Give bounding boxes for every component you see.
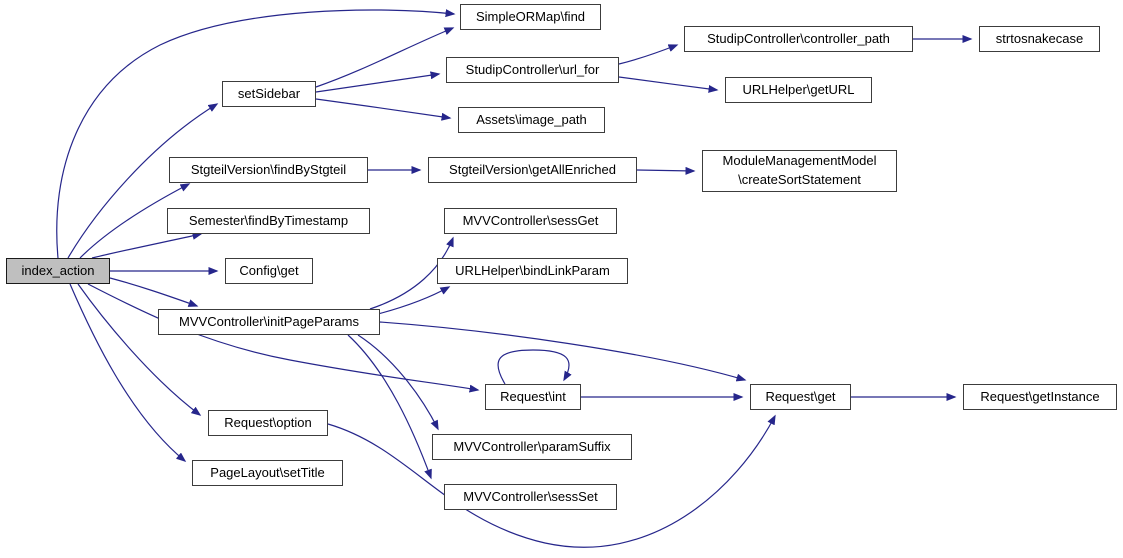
edge-initpageparams-to-bindlinkparam [377,286,451,315]
node-findbystgteil[interactable]: StgteilVersion\findByStgteil [169,157,368,183]
node-label-sessget: MVVController\sessGet [462,212,599,228]
edge-setSidebar-to-simpleormap_find [315,27,455,88]
node-label-pagelayout_settitle: PageLayout\setTitle [210,464,325,480]
edge-index_action-to-findbystgteil [79,183,191,259]
node-label-setSidebar: setSidebar [237,85,301,101]
node-label-semester_findbyts: Semester\findByTimestamp [188,212,349,228]
node-initpageparams[interactable]: MVVController\initPageParams [158,309,380,335]
node-label-request_get: Request\get [765,388,836,404]
node-label-strtosnakecase: strtosnakecase [995,30,1084,46]
edge-initpageparams-to-sessget [369,236,454,310]
node-request_getinstance[interactable]: Request\getInstance [963,384,1117,410]
edge-index_action-to-request_int [87,283,480,393]
edge-studip_url_for-to-controller_path [618,44,679,65]
node-request_int[interactable]: Request\int [485,384,581,410]
node-pagelayout_settitle[interactable]: PageLayout\setTitle [192,460,343,486]
node-label-config_get: Config\get [239,262,299,278]
node-simpleormap_find[interactable]: SimpleORMap\find [460,4,601,30]
edge-initpageparams-to-paramsuffix [357,334,439,431]
node-label-bindlinkparam: URLHelper\bindLinkParam [455,262,610,278]
node-controller_path[interactable]: StudipController\controller_path [684,26,913,52]
node-label-paramsuffix: MVVController\paramSuffix [453,438,611,454]
node-label-request_option: Request\option [224,414,312,430]
edge-index_action-to-request_option [77,283,202,416]
node-studip_url_for[interactable]: StudipController\url_for [446,57,619,83]
edge-index_action-to-semester_findbyts [91,231,203,259]
node-config_get[interactable]: Config\get [225,258,313,284]
node-sessget[interactable]: MVVController\sessGet [444,208,617,234]
node-label-initpageparams: MVVController\initPageParams [179,313,359,329]
node-label-urlhelper_geturl: URLHelper\getURL [742,81,855,97]
node-label-simpleormap_find: SimpleORMap\find [475,8,586,24]
edge-request_int-to-request_int [497,349,572,385]
edge-getallenriched-to-create_sort [636,166,696,175]
edge-request_option-to-request_get [327,414,776,548]
node-label-request_getinstance: Request\getInstance [980,388,1100,404]
edge-index_action-to-simpleormap_find [56,9,456,259]
edge-index_action-to-initpageparams [109,277,199,307]
edge-setSidebar-to-assets_image_path [315,98,452,121]
node-paramsuffix[interactable]: MVVController\paramSuffix [432,434,632,460]
node-label-create_sort: ModuleManagementModel \createSortStateme… [722,153,877,187]
node-label-assets_image_path: Assets\image_path [476,111,587,127]
node-label-request_int: Request\int [500,388,566,404]
edge-setSidebar-to-studip_url_for [315,71,441,93]
node-bindlinkparam[interactable]: URLHelper\bindLinkParam [437,258,628,284]
node-label-getallenriched: StgteilVersion\getAllEnriched [449,161,616,177]
node-create_sort[interactable]: ModuleManagementModel \createSortStateme… [702,150,897,192]
node-label-studip_url_for: StudipController\url_for [465,61,600,77]
edge-studip_url_for-to-urlhelper_geturl [618,76,719,93]
edge-index_action-to-setSidebar [67,103,219,259]
node-sessset[interactable]: MVVController\sessSet [444,484,617,510]
node-assets_image_path[interactable]: Assets\image_path [458,107,605,133]
node-semester_findbyts[interactable]: Semester\findByTimestamp [167,208,370,234]
edge-initpageparams-to-sessset [347,334,432,480]
node-index_action: index_action [6,258,110,284]
edge-index_action-to-pagelayout_settitle [69,283,187,462]
node-request_option[interactable]: Request\option [208,410,328,436]
node-label-sessset: MVVController\sessSet [463,488,598,504]
edge-initpageparams-to-request_get [379,321,747,382]
node-getallenriched[interactable]: StgteilVersion\getAllEnriched [428,157,637,183]
node-request_get[interactable]: Request\get [750,384,851,410]
node-label-findbystgteil: StgteilVersion\findByStgteil [190,161,347,177]
node-urlhelper_geturl[interactable]: URLHelper\getURL [725,77,872,103]
node-label-controller_path: StudipController\controller_path [707,30,890,46]
node-setSidebar[interactable]: setSidebar [222,81,316,107]
node-label-index_action: index_action [21,262,95,278]
node-strtosnakecase[interactable]: strtosnakecase [979,26,1100,52]
